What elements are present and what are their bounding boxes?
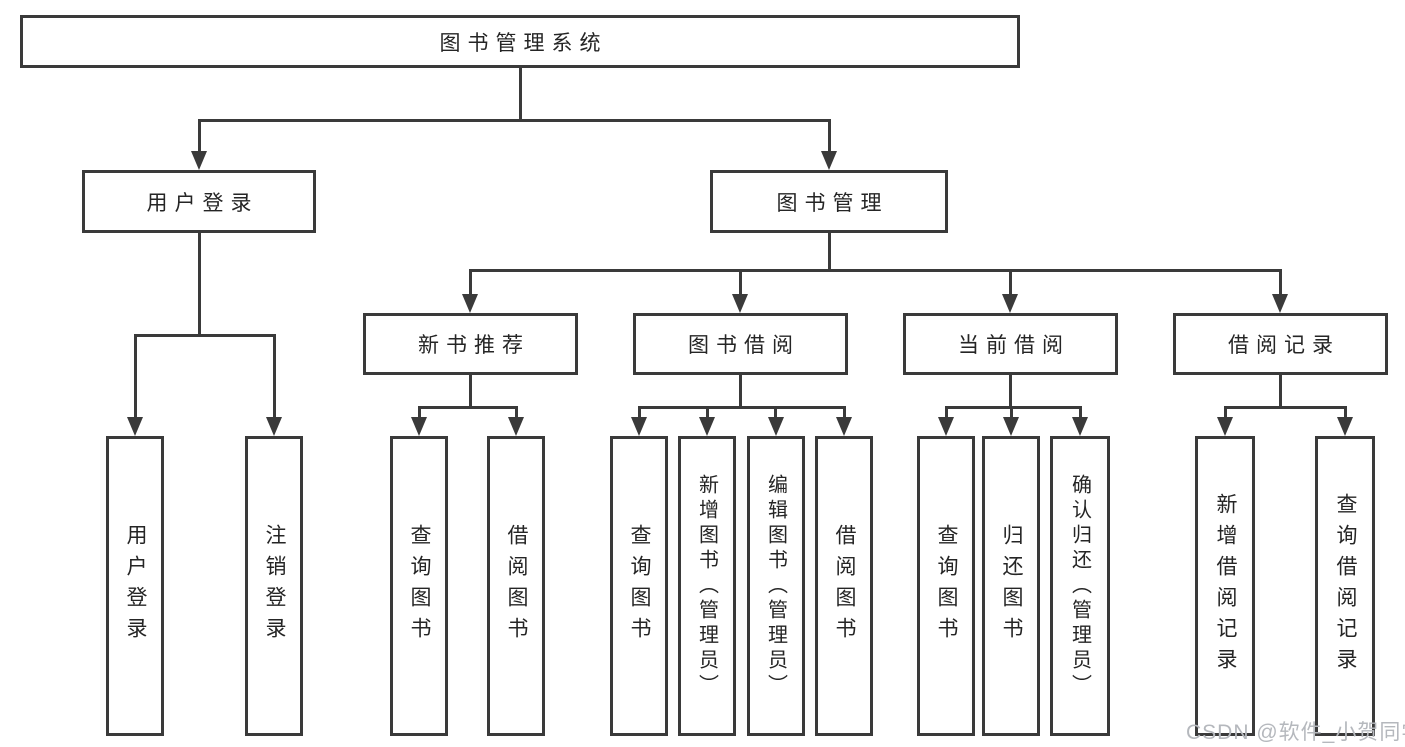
connector-line — [774, 406, 777, 418]
connector-arrowhead — [411, 417, 427, 436]
leaf-edit-books-admin: 编辑图书︵管理员︶ — [747, 436, 805, 736]
leaf-query-books-borrowing: 查询图书 — [610, 436, 668, 736]
leaf-query-books-current: 查询图书 — [917, 436, 975, 736]
connector-line — [469, 269, 472, 296]
connector-arrowhead — [1217, 417, 1233, 436]
connector-arrowhead — [631, 417, 647, 436]
connector-line — [1009, 269, 1012, 296]
connector-line — [418, 406, 518, 409]
connector-arrowhead — [938, 417, 954, 436]
leaf-query-books-recommend: 查询图书 — [390, 436, 448, 736]
connector-line — [1009, 375, 1012, 409]
connector-line — [418, 406, 421, 418]
leaf-return-books: 归还图书 — [982, 436, 1040, 736]
connector-line — [706, 406, 709, 418]
connector-line — [1010, 406, 1013, 418]
connector-line — [945, 406, 1082, 409]
connector-arrowhead — [127, 417, 143, 436]
connector-arrowhead — [1072, 417, 1088, 436]
connector-line — [843, 406, 846, 418]
leaf-user-login: 用户登录 — [106, 436, 164, 736]
connector-line — [739, 269, 742, 296]
connector-line — [638, 406, 641, 418]
connector-line — [134, 334, 137, 418]
connector-arrowhead — [462, 294, 478, 313]
connector-line — [273, 334, 276, 418]
connector-arrowhead — [768, 417, 784, 436]
connector-line — [739, 375, 742, 409]
connector-arrowhead — [732, 294, 748, 313]
node-user-login: 用户登录 — [82, 170, 316, 233]
leaf-borrow-books: 借阅图书 — [815, 436, 873, 736]
node-book-borrowing: 图书借阅 — [633, 313, 848, 375]
leaf-query-borrow-record: 查询借阅记录 — [1315, 436, 1375, 736]
connector-line — [1079, 406, 1082, 418]
connector-line — [828, 119, 831, 153]
connector-line — [1279, 269, 1282, 296]
connector-line — [469, 269, 1282, 272]
leaf-confirm-return-admin: 确认归还︵管理员︶ — [1050, 436, 1110, 736]
connector-line — [828, 233, 831, 272]
node-borrowing-records: 借阅记录 — [1173, 313, 1388, 375]
connector-line — [638, 406, 846, 409]
connector-line — [1344, 406, 1347, 418]
connector-arrowhead — [1003, 417, 1019, 436]
connector-arrowhead — [836, 417, 852, 436]
connector-arrowhead — [508, 417, 524, 436]
connector-arrowhead — [1337, 417, 1353, 436]
leaf-add-books-admin: 新增图书︵管理员︶ — [678, 436, 736, 736]
connector-arrowhead — [699, 417, 715, 436]
connector-line — [515, 406, 518, 418]
connector-arrowhead — [1272, 294, 1288, 313]
connector-line — [519, 68, 522, 122]
node-new-book-recommend: 新书推荐 — [363, 313, 578, 375]
leaf-borrow-books-recommend: 借阅图书 — [487, 436, 545, 736]
node-current-borrowing: 当前借阅 — [903, 313, 1118, 375]
connector-line — [1224, 406, 1227, 418]
connector-line — [134, 334, 276, 337]
connector-line — [1224, 406, 1347, 409]
connector-line — [198, 119, 201, 153]
connector-arrowhead — [191, 151, 207, 170]
node-book-management: 图书管理 — [710, 170, 948, 233]
connector-line — [945, 406, 948, 418]
connector-line — [198, 233, 201, 337]
node-root: 图书管理系统 — [20, 15, 1020, 68]
connector-line — [198, 119, 831, 122]
csdn-watermark: CSDN @软件_小贺同学 — [1186, 721, 1405, 744]
connector-arrowhead — [821, 151, 837, 170]
connector-line — [1279, 375, 1282, 409]
connector-arrowhead — [1002, 294, 1018, 313]
connector-line — [469, 375, 472, 409]
leaf-add-borrow-record: 新增借阅记录 — [1195, 436, 1255, 736]
leaf-logout: 注销登录 — [245, 436, 303, 736]
connector-arrowhead — [266, 417, 282, 436]
